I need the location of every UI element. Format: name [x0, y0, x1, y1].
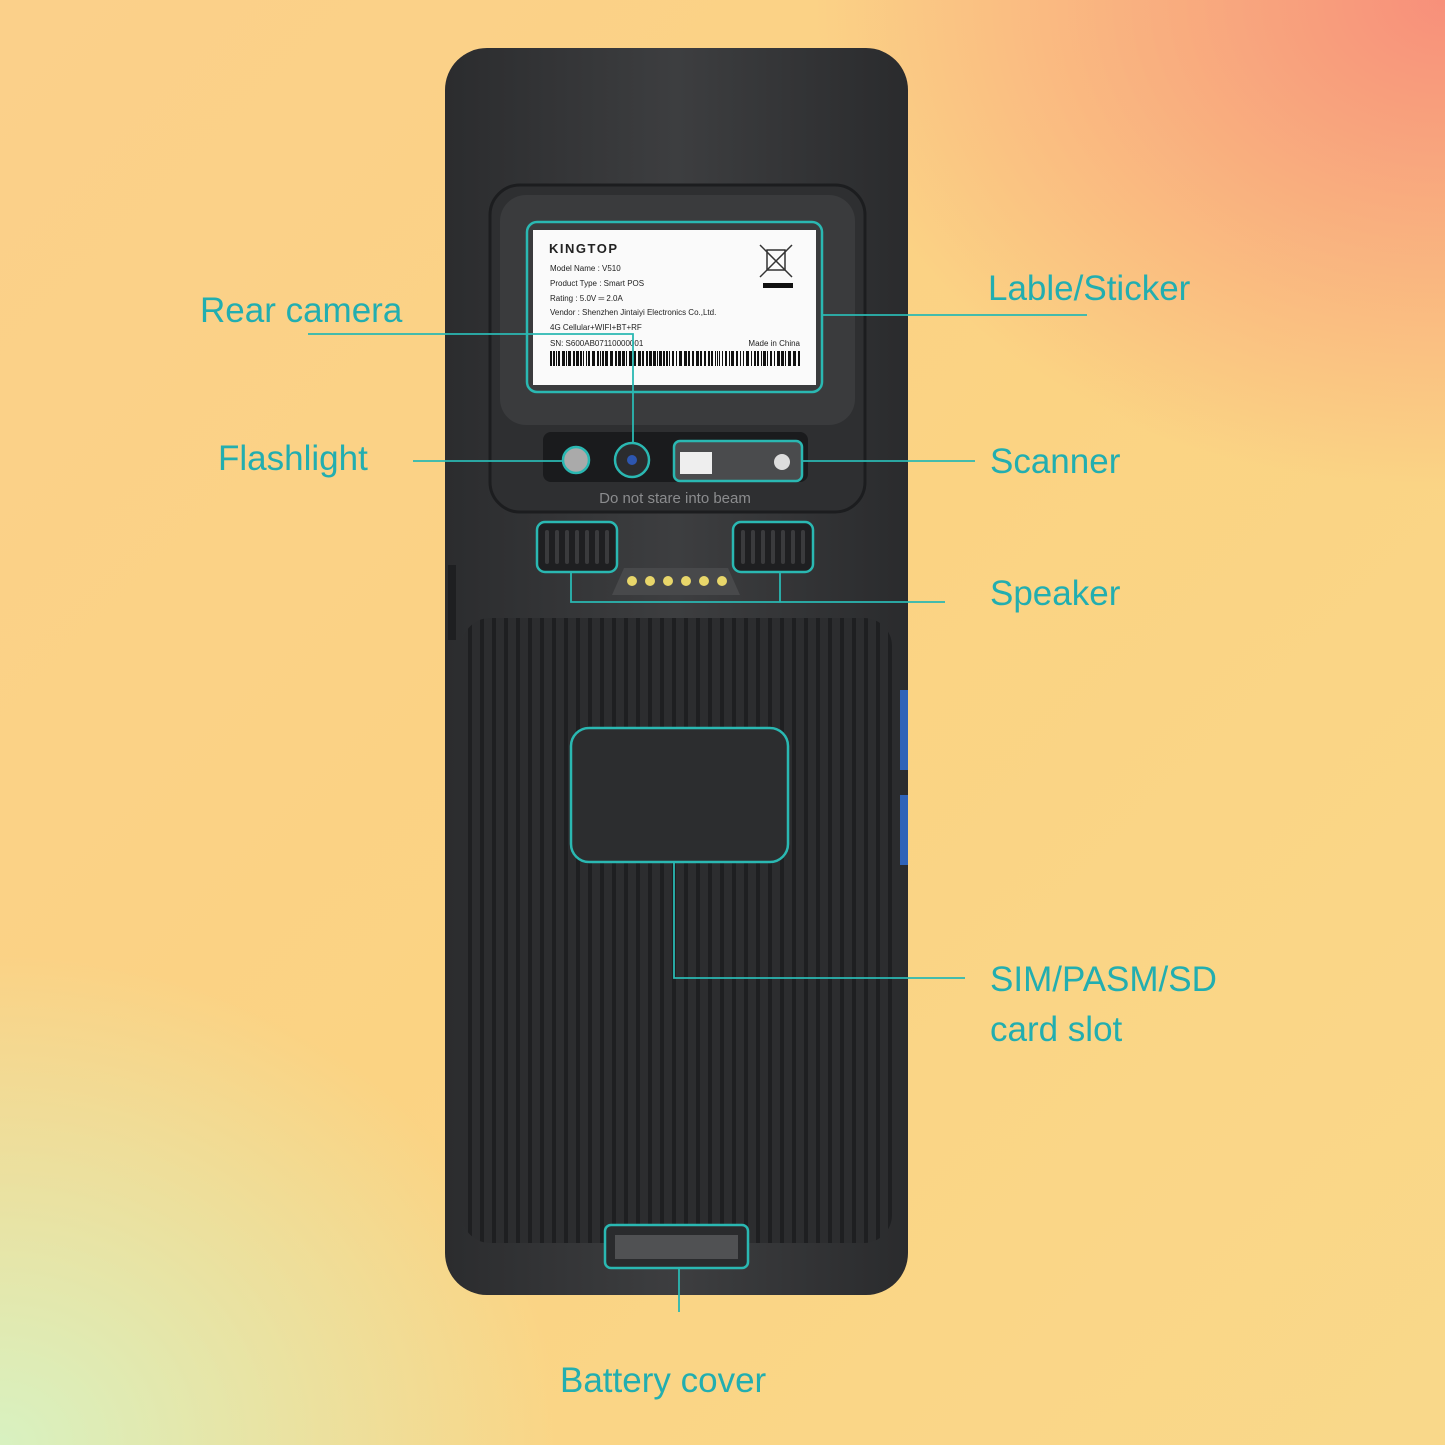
- battery-cover: [462, 618, 892, 1243]
- callout-speaker: Speaker: [990, 574, 1121, 613]
- callout-label-sticker: Lable/Sticker: [988, 269, 1191, 308]
- sticker-origin: Made in China: [748, 339, 800, 348]
- pos-device: KINGTOP Model Name : V510 Product Type :…: [445, 48, 908, 1295]
- pogo-pin: [645, 576, 655, 586]
- callout-rear-camera: Rear camera: [200, 291, 403, 330]
- sticker-rating: Rating : 5.0V ═ 2.0A: [550, 294, 623, 303]
- callout-sim-slot-line1: SIM/PASM/SD: [990, 960, 1217, 999]
- sticker-model: Model Name : V510: [550, 264, 621, 273]
- callout-scanner: Scanner: [990, 442, 1121, 481]
- sticker-product-type: Product Type : Smart POS: [550, 279, 644, 288]
- pogo-pins: [627, 576, 727, 586]
- sticker-connectivity: 4G Cellular+WIFI+BT+RF: [550, 323, 642, 332]
- flashlight-icon: [561, 445, 591, 475]
- callout-battery-cover: Battery cover: [560, 1361, 767, 1400]
- pogo-pin: [717, 576, 727, 586]
- pogo-pin: [627, 576, 637, 586]
- pogo-pin: [663, 576, 673, 586]
- sticker-sn: SN: S600AB07110000001: [550, 339, 644, 348]
- sticker-vendor: Vendor : Shenzhen Jintaiyi Electronics C…: [550, 308, 716, 317]
- label-sticker: KINGTOP Model Name : V510 Product Type :…: [533, 230, 816, 385]
- callout-flashlight: Flashlight: [218, 439, 368, 478]
- callout-lines: [308, 314, 1087, 1312]
- sticker-brand: KINGTOP: [549, 241, 619, 256]
- warning-text: Do not stare into beam: [599, 490, 751, 507]
- pogo-pin: [699, 576, 709, 586]
- weee-crossed-bin-icon: [759, 244, 793, 288]
- side-button: [900, 795, 908, 865]
- pogo-pin: [681, 576, 691, 586]
- side-button: [900, 690, 908, 770]
- sim-slot-area: [569, 726, 790, 864]
- barcode: [550, 351, 800, 366]
- callout-sim-slot-line2: card slot: [990, 1010, 1123, 1049]
